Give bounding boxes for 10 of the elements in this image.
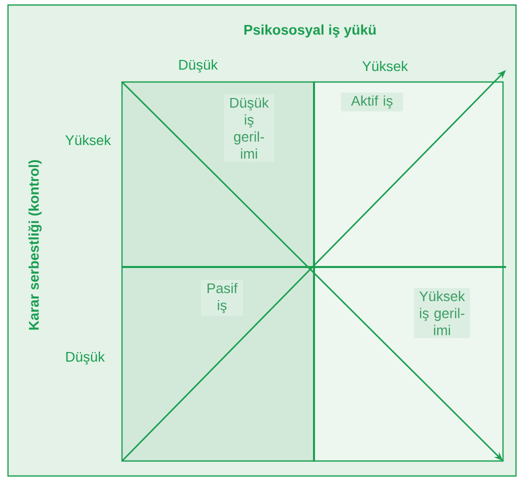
axis-label: Düşük <box>179 59 218 73</box>
axis-label: Düşük <box>66 351 105 365</box>
quadrant-label: Düşük iş geril- imi <box>224 94 274 162</box>
quadrant-label: Pasif iş <box>201 280 243 316</box>
axis-label: Yüksek <box>65 134 111 146</box>
axis-title: Psikososyal iş yükü <box>244 24 376 38</box>
quadrant-label: Aktif iş <box>341 92 403 112</box>
axis-label: Yüksek <box>362 60 408 72</box>
quadrant-label: Yüksek iş geril- imi <box>414 288 470 338</box>
axis-title: Karar serbestliği (kontrol) <box>28 160 42 330</box>
